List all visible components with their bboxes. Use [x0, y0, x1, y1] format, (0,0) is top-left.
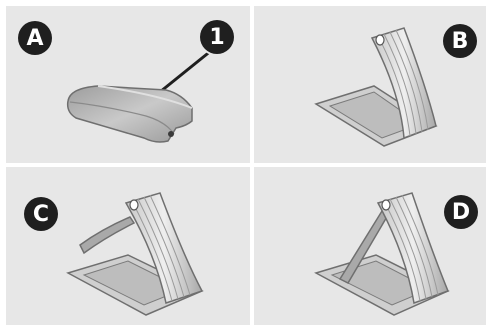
panel-d-label: D — [444, 195, 478, 229]
panel-a-label: A — [18, 21, 52, 55]
assembled-stand-illustration — [254, 167, 486, 325]
panel-a: A 1 — [6, 6, 250, 163]
support-arm — [80, 217, 134, 253]
panel-b-label: B — [443, 24, 477, 58]
panel-c: C — [6, 167, 250, 325]
panel-b: B — [254, 6, 486, 163]
support-arm-illustration — [6, 167, 250, 325]
panel-c-label: C — [24, 197, 58, 231]
callout-1-badge: 1 — [200, 20, 234, 54]
hinge-pin — [168, 131, 174, 137]
panel-d: D — [254, 167, 486, 325]
